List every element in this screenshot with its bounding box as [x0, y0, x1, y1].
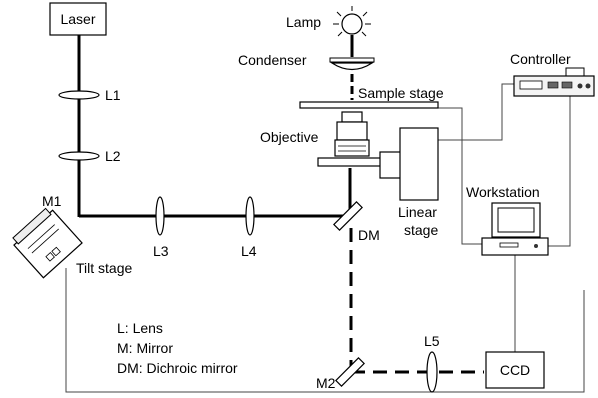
sample-stage-label: Sample stage [358, 85, 444, 101]
dichroic-mirror: DM [333, 201, 380, 243]
lens-l1: L1 [58, 87, 121, 103]
dm-label: DM [358, 227, 380, 243]
objective: Objective [260, 111, 370, 157]
linear-stage-label-line1: Linear [398, 204, 437, 220]
legend: L: Lens M: Mirror DM: Dichroic mirror [117, 320, 238, 376]
ccd-camera: CCD [485, 351, 545, 389]
legend-line-1: L: Lens [117, 320, 163, 336]
tilt-stage-label: Tilt stage [76, 260, 132, 276]
ccd-label: CCD [500, 362, 530, 378]
laser-beam [77, 35, 352, 218]
lamp-bulb [341, 13, 363, 35]
workstation-label: Workstation [466, 184, 540, 200]
lens-l3: L3 [153, 196, 169, 259]
objective-label: Objective [260, 129, 319, 145]
workstation: Workstation [466, 184, 549, 256]
wire-tilt-to-ccd [65, 268, 585, 393]
legend-line-3: DM: Dichroic mirror [117, 360, 238, 376]
lens-l2: L2 [58, 148, 121, 164]
condenser-label: Condenser [238, 52, 307, 68]
laser-label: Laser [60, 11, 95, 27]
lamp: Lamp [286, 6, 371, 37]
controller: Controller [510, 51, 595, 97]
linear-stage: Linear stage [317, 127, 439, 238]
condenser: Condenser [238, 52, 375, 71]
lamp-rays [333, 6, 371, 37]
l4-label: L4 [241, 243, 257, 259]
l3-label: L3 [153, 243, 169, 259]
wire-sample-to-workstation [438, 107, 482, 245]
linear-stage-label-line2: stage [404, 222, 438, 238]
l2-label: L2 [105, 148, 121, 164]
connection-wires [65, 83, 585, 393]
laser-source: Laser [49, 2, 107, 36]
mirror-m2: M2 [316, 357, 365, 391]
legend-line-2: M: Mirror [117, 340, 173, 356]
l5-label: L5 [424, 333, 440, 349]
sample-stage: Sample stage [299, 85, 444, 109]
l1-label: L1 [105, 87, 121, 103]
m1-label: M1 [42, 193, 62, 209]
controller-label: Controller [510, 51, 571, 67]
mirror-m1-tilt-stage: M1 Tilt stage [12, 193, 132, 279]
wire-controller-to-workstation [548, 96, 571, 247]
wire-linear-to-controller [438, 83, 524, 141]
lens-l5: L5 [424, 333, 440, 393]
lens-l4: L4 [241, 196, 257, 259]
m2-label: M2 [316, 375, 336, 391]
emission-beam [349, 228, 484, 374]
lamp-label: Lamp [286, 14, 321, 30]
